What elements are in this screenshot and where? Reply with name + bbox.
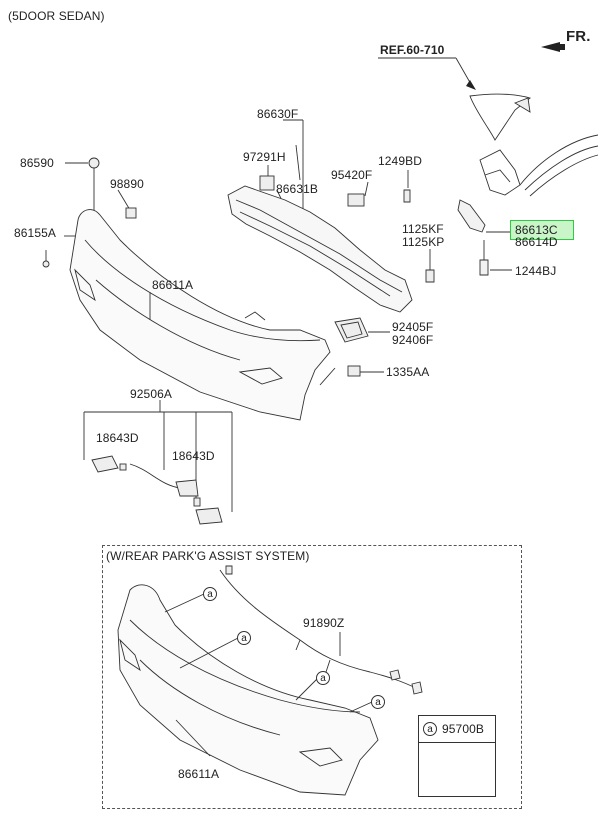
part-label-18643D-right[interactable]: 18643D <box>172 449 215 463</box>
callout-a-inset: a <box>423 722 437 736</box>
part-label-86614D[interactable]: 86614D <box>515 235 558 249</box>
part-label-97291H[interactable]: 97291H <box>243 150 286 164</box>
callout-a-3: a <box>316 671 330 685</box>
part-label-92506A[interactable]: 92506A <box>130 387 172 401</box>
highlight-86613C <box>510 220 574 240</box>
part-label-92406F[interactable]: 92406F <box>392 333 434 347</box>
part-label-1125KF[interactable]: 1125KF <box>402 222 444 236</box>
ref-label: REF.60-710 <box>380 43 445 57</box>
part-label-18643D-left[interactable]: 18643D <box>96 431 139 445</box>
callout-a-2: a <box>237 631 251 645</box>
part-label-86590[interactable]: 86590 <box>20 156 54 170</box>
part-label-95420F[interactable]: 95420F <box>331 168 373 182</box>
part-label-91890Z[interactable]: 91890Z <box>303 616 345 630</box>
part-label-1335AA[interactable]: 1335AA <box>386 365 430 379</box>
part-label-86611A-sub[interactable]: 86611A <box>178 767 220 781</box>
callout-a-1: a <box>203 587 217 601</box>
part-label-86630F[interactable]: 86630F <box>257 107 299 121</box>
part-label-86155A[interactable]: 86155A <box>14 226 56 240</box>
front-direction-label: FR. <box>566 28 591 45</box>
sensor-inset-header <box>418 715 496 743</box>
part-label-1249BD[interactable]: 1249BD <box>378 154 422 168</box>
part-label-86611A[interactable]: 86611A <box>152 278 194 292</box>
part-label-86631B[interactable]: 86631B <box>276 182 318 196</box>
variant-label: (5DOOR SEDAN) <box>8 9 105 23</box>
part-label-98890[interactable]: 98890 <box>110 177 144 191</box>
front-arrow-icon <box>541 42 565 52</box>
part-label-1244BJ[interactable]: 1244BJ <box>515 264 557 278</box>
part-label-1125KP[interactable]: 1125KP <box>402 235 445 249</box>
part-label-86613C[interactable]: 86613C <box>515 223 558 237</box>
part-label-95700B[interactable]: 95700B <box>442 722 484 736</box>
park-assist-sub-assembly-box <box>102 545 522 809</box>
part-label-92405F[interactable]: 92405F <box>392 320 434 334</box>
callout-a-4: a <box>371 695 385 709</box>
sub-assembly-title: (W/REAR PARK'G ASSIST SYSTEM) <box>106 549 310 563</box>
